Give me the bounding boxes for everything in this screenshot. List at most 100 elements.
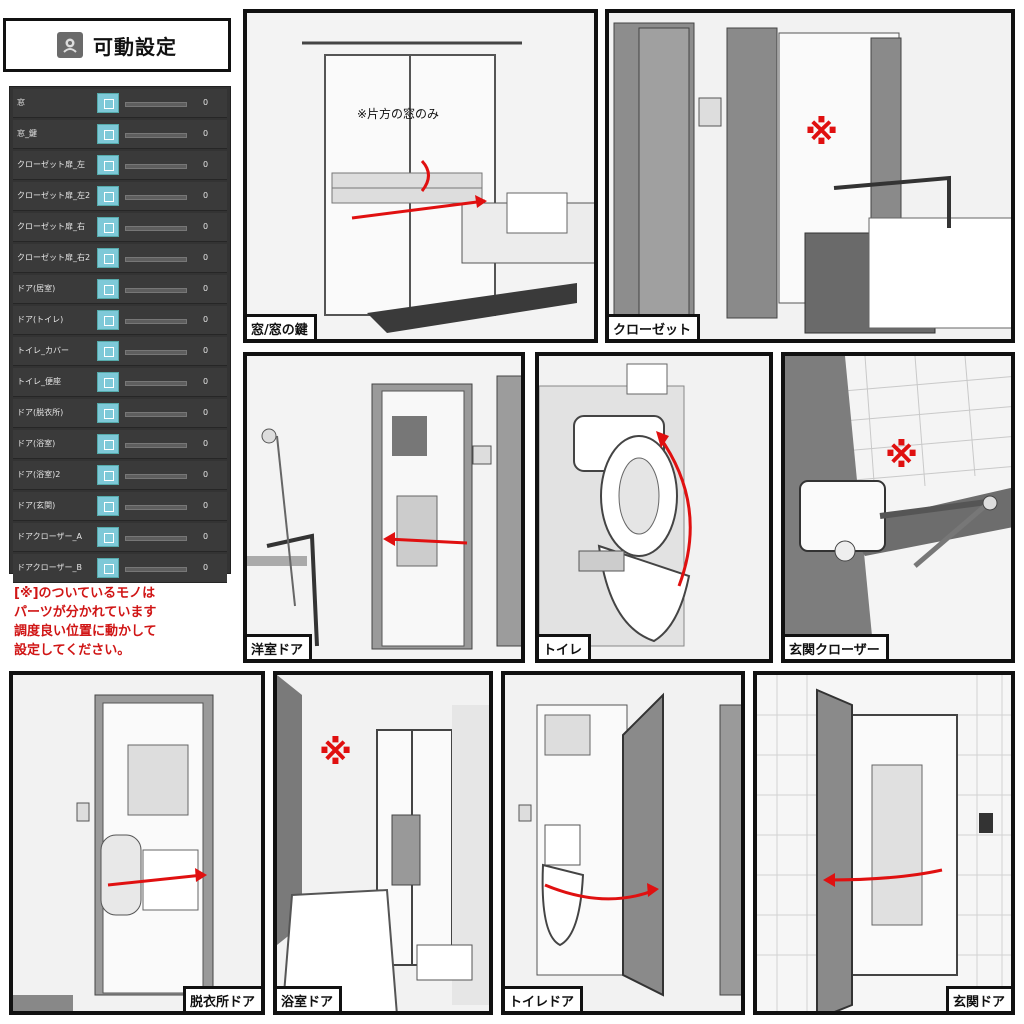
slider-label: クローゼット扉_右2	[17, 253, 91, 262]
closet-illustration	[609, 13, 1011, 339]
caption-closet: クローゼット	[609, 314, 701, 339]
caption-entrance-closer: 玄関クローザー	[785, 634, 889, 659]
slider-track[interactable]	[125, 536, 187, 541]
slider-value: 0	[203, 377, 209, 386]
entrance-closer-illustration	[785, 356, 1011, 659]
slider-label: ドア(トイレ)	[17, 315, 64, 324]
western-door-illustration	[247, 356, 521, 659]
slider-track[interactable]	[125, 319, 187, 324]
slider-value: 0	[203, 470, 209, 479]
slider-row: トイレ_便座 0	[13, 368, 227, 397]
slider-toggle-icon[interactable]	[97, 124, 119, 144]
slider-row: ドア(脱衣所)0	[13, 399, 227, 428]
scene-window: ※片方の窓のみ 窓/窓の鍵	[243, 9, 598, 343]
slider-label: トイレ_カバー	[17, 346, 69, 355]
slider-toggle-icon[interactable]	[97, 186, 119, 206]
toilet-door-illustration	[505, 675, 741, 1011]
page-title: 可動設定	[93, 34, 177, 59]
slider-toggle-icon[interactable]	[97, 527, 119, 547]
slider-toggle-icon[interactable]	[97, 279, 119, 299]
slider-track[interactable]	[125, 226, 187, 231]
slider-row: ドア(浴室) 0	[13, 430, 227, 459]
closet-mark: ※	[805, 113, 839, 153]
slider-toggle-icon[interactable]	[97, 403, 119, 423]
slider-value: 0	[203, 191, 209, 200]
slider-track[interactable]	[125, 443, 187, 448]
window-note: ※片方の窓のみ	[357, 107, 440, 121]
toilet-illustration	[539, 356, 769, 659]
slider-label: ドア(脱衣所)	[17, 408, 64, 417]
slider-label: 窓	[17, 98, 25, 107]
slider-value: 0	[203, 222, 209, 231]
scene-toilet-door: トイレドア	[501, 671, 745, 1015]
slider-label: ドア(玄関)	[17, 501, 56, 510]
caption-dressing-door: 脱衣所ドア	[182, 986, 261, 1011]
slider-track[interactable]	[125, 381, 187, 386]
scene-entrance-closer: ※ 玄関クローザー	[781, 352, 1015, 663]
slider-toggle-icon[interactable]	[97, 248, 119, 268]
slider-track[interactable]	[125, 505, 187, 510]
slider-value: 0	[203, 563, 209, 572]
slider-value: 0	[203, 98, 209, 107]
caption-entrance-door: 玄関ドア	[945, 986, 1011, 1011]
slider-track[interactable]	[125, 102, 187, 107]
slider-label: ドア(浴室)2	[17, 470, 61, 479]
slider-row: ドア(浴室)2 0	[13, 461, 227, 490]
slider-toggle-icon[interactable]	[97, 496, 119, 516]
slider-toggle-icon[interactable]	[97, 217, 119, 237]
scene-bath-door: ※ 浴室ドア	[273, 671, 493, 1015]
slider-toggle-icon[interactable]	[97, 465, 119, 485]
slider-row: ドアクローザー_A 0	[13, 523, 227, 552]
slider-value: 0	[203, 346, 209, 355]
slider-label: ドア(居室)	[17, 284, 56, 293]
slider-row: ドア(玄関)0	[13, 492, 227, 521]
slider-track[interactable]	[125, 288, 187, 293]
slider-value: 0	[203, 439, 209, 448]
slider-value: 0	[203, 315, 209, 324]
caption-western-door: 洋室ドア	[247, 634, 313, 659]
slider-row: ドア(トイレ) 0	[13, 306, 227, 335]
slider-row: ドア(居室) 0	[13, 275, 227, 304]
caption-bath-door: 浴室ドア	[277, 986, 343, 1011]
slider-label: ドア(浴室)	[17, 439, 56, 448]
slider-value: 0	[203, 532, 209, 541]
slider-row: クローゼット扉_右 0	[13, 213, 227, 242]
slider-track[interactable]	[125, 412, 187, 417]
scene-dressing-door: 脱衣所ドア	[9, 671, 265, 1015]
scene-closet: ※ クローゼット	[605, 9, 1015, 343]
slider-row: トイレ_カバー 0	[13, 337, 227, 366]
slider-track[interactable]	[125, 474, 187, 479]
entrance-door-illustration	[757, 675, 1011, 1011]
slider-toggle-icon[interactable]	[97, 93, 119, 113]
scene-western-door: 洋室ドア	[243, 352, 525, 663]
slider-toggle-icon[interactable]	[97, 155, 119, 175]
slider-label: クローゼット扉_左	[17, 160, 85, 169]
slider-label: ドアクローザー_A	[17, 532, 82, 541]
caption-window: 窓/窓の鍵	[247, 314, 317, 339]
slider-toggle-icon[interactable]	[97, 372, 119, 392]
slider-value: 0	[203, 284, 209, 293]
slider-toggle-icon[interactable]	[97, 558, 119, 578]
header: 可動設定	[3, 18, 231, 72]
slider-toggle-icon[interactable]	[97, 341, 119, 361]
bath-door-mark: ※	[319, 733, 353, 773]
slider-track[interactable]	[125, 164, 187, 169]
slider-label: クローゼット扉_右	[17, 222, 85, 231]
slider-toggle-icon[interactable]	[97, 434, 119, 454]
caption-toilet-door: トイレドア	[505, 986, 584, 1011]
slider-label: トイレ_便座	[17, 377, 61, 386]
window-illustration	[247, 13, 594, 339]
slider-toggle-icon[interactable]	[97, 310, 119, 330]
slider-track[interactable]	[125, 567, 187, 572]
bath-door-illustration	[277, 675, 489, 1011]
slider-track[interactable]	[125, 195, 187, 200]
slider-track[interactable]	[125, 350, 187, 355]
slider-track[interactable]	[125, 257, 187, 262]
scene-entrance-door: 玄関ドア	[753, 671, 1015, 1015]
slider-track[interactable]	[125, 133, 187, 138]
